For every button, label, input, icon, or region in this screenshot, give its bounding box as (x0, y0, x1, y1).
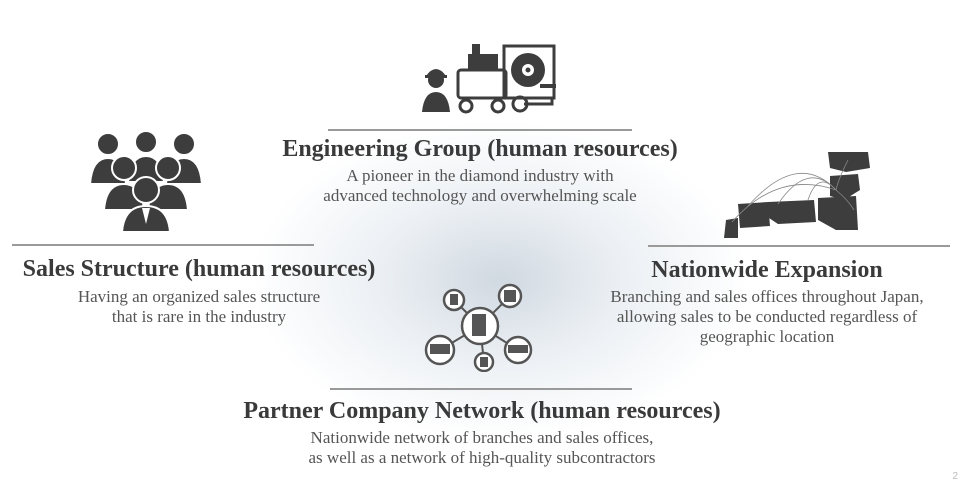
japan-map-icon (724, 152, 870, 238)
engineering-desc-line2: advanced technology and overwhelming sca… (323, 186, 637, 205)
sales-title: Sales Structure (human resources) (22, 256, 376, 282)
nationwide-section: Nationwide Expansion Branching and sales… (574, 257, 960, 347)
engineering-desc-line1: A pioneer in the diamond industry with (346, 166, 614, 185)
nationwide-desc-line3: geographic location (699, 327, 835, 346)
partner-desc-line2: as well as a network of high-quality sub… (308, 448, 656, 467)
partner-rule (330, 388, 632, 390)
nationwide-desc-line1: Branching and sales offices throughout J… (610, 287, 924, 306)
partner-section: Partner Company Network (human resources… (200, 398, 764, 468)
network-icon (424, 283, 533, 372)
nationwide-desc-line2: allowing sales to be conducted regardles… (616, 307, 918, 326)
sales-section: Sales Structure (human resources) Having… (0, 256, 398, 327)
page-number: 2 (952, 471, 958, 482)
sales-desc-line1: Having an organized sales structure (77, 287, 321, 306)
worker-machine-icon (422, 44, 556, 114)
sales-desc-line2: that is rare in the industry (111, 307, 287, 326)
engineering-title: Engineering Group (human resources) (282, 136, 678, 162)
engineering-section: Engineering Group (human resources) A pi… (230, 136, 730, 206)
nationwide-rule (648, 245, 950, 247)
sales-rule (12, 244, 314, 246)
people-group-icon (88, 130, 204, 233)
partner-title: Partner Company Network (human resources… (243, 398, 721, 424)
nationwide-title: Nationwide Expansion (651, 257, 883, 283)
engineering-rule (328, 129, 632, 131)
partner-desc-line1: Nationwide network of branches and sales… (310, 428, 654, 447)
